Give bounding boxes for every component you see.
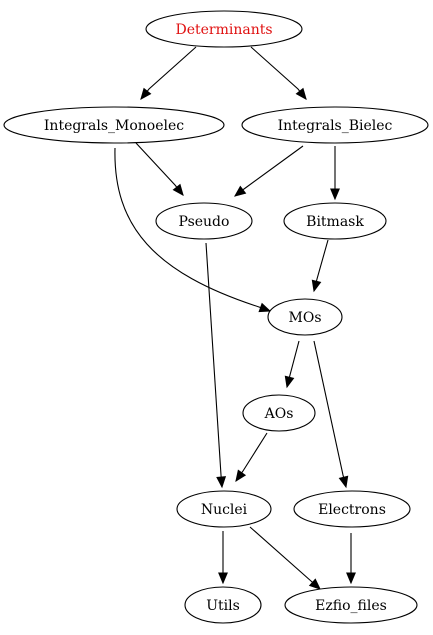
arrowhead-icon <box>338 475 349 489</box>
node-ellipse <box>283 202 387 240</box>
edge-line <box>250 46 307 100</box>
node-ezfio-files: Ezfio_files <box>284 586 418 624</box>
edge-line <box>140 46 197 100</box>
node-ellipse <box>176 490 272 528</box>
edges-layer <box>114 46 356 590</box>
node-utils: Utils <box>184 586 262 624</box>
edge-bitmask-to-mos <box>311 239 329 293</box>
node-ellipse <box>242 394 316 432</box>
edge-line <box>313 340 347 488</box>
arrowhead-icon <box>295 87 307 101</box>
node-label: Determinants <box>175 22 272 38</box>
edge-line <box>205 242 223 488</box>
edge-electrons-to-ezfio-files <box>346 533 356 585</box>
node-mos: MOs <box>267 298 343 336</box>
node-pseudo: Pseudo <box>155 202 253 240</box>
edge-determinants-to-integrals-bielec <box>250 46 307 101</box>
node-aos: AOs <box>242 394 316 432</box>
node-integrals-bielec: Integrals_Bielec <box>241 106 429 144</box>
node-ellipse <box>155 202 253 240</box>
node-ellipse <box>184 586 262 624</box>
arrowhead-icon <box>233 185 247 197</box>
edge-line <box>234 145 304 197</box>
node-determinants: Determinants <box>145 10 303 48</box>
node-label: Integrals_Monoelec <box>44 118 184 134</box>
node-label: Nuclei <box>201 502 248 518</box>
arrowhead-icon <box>235 469 247 483</box>
arrowhead-icon <box>172 183 184 197</box>
edge-integrals-bielec-to-bitmask <box>330 146 340 201</box>
edge-mos-to-electrons <box>313 340 349 489</box>
edge-nuclei-to-utils <box>218 531 228 585</box>
arrowhead-icon <box>308 578 321 590</box>
edge-nuclei-to-ezfio-files <box>249 526 321 590</box>
edge-integrals-monoelec-to-mos <box>114 147 272 313</box>
edge-integrals-monoelec-to-pseudo <box>135 142 184 197</box>
arrowhead-icon <box>284 375 295 389</box>
node-integrals-monoelec: Integrals_Monoelec <box>3 106 225 144</box>
arrowhead-icon <box>258 302 272 313</box>
node-ellipse <box>241 106 429 144</box>
node-label: Ezfio_files <box>315 598 387 614</box>
node-label: Integrals_Bielec <box>278 118 393 134</box>
node-ellipse <box>284 586 418 624</box>
node-ellipse <box>267 298 343 336</box>
node-bitmask: Bitmask <box>283 202 387 240</box>
arrowhead-icon <box>346 572 356 585</box>
node-ellipse <box>3 106 225 144</box>
edge-integrals-bielec-to-pseudo <box>233 145 304 197</box>
arrowhead-icon <box>216 476 227 489</box>
node-ellipse <box>293 490 411 528</box>
edge-line <box>249 526 321 590</box>
arrowhead-icon <box>218 572 228 585</box>
node-label: Electrons <box>318 502 386 518</box>
node-label: Pseudo <box>179 214 230 230</box>
edge-line <box>114 147 271 312</box>
edge-aos-to-nuclei <box>235 432 268 483</box>
node-electrons: Electrons <box>293 490 411 528</box>
arrowhead-icon <box>330 188 340 201</box>
arrowhead-icon <box>140 87 152 101</box>
node-ellipse <box>145 10 303 48</box>
edge-determinants-to-integrals-monoelec <box>140 46 197 101</box>
node-label: AOs <box>264 406 294 422</box>
node-label: Utils <box>206 598 240 614</box>
arrowhead-icon <box>311 279 322 293</box>
edge-pseudo-to-nuclei <box>205 242 227 489</box>
node-label: Bitmask <box>306 214 364 230</box>
node-label: MOs <box>289 310 322 326</box>
node-nuclei: Nuclei <box>176 490 272 528</box>
edge-mos-to-aos <box>284 340 300 389</box>
